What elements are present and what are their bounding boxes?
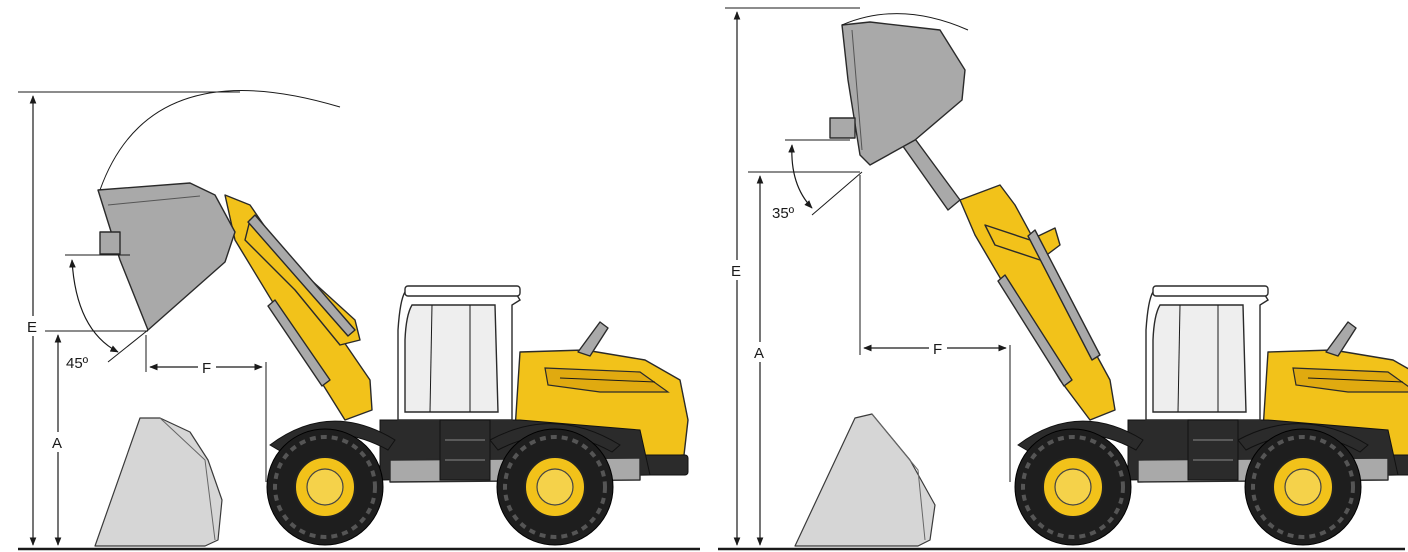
label-a: A (52, 435, 62, 452)
lift-arm (224, 194, 373, 421)
label-e: E (27, 319, 37, 336)
dump-angle-arc-right (788, 144, 813, 209)
dump-angle-label: 45º (66, 355, 89, 372)
lowered-bucket-right (794, 413, 936, 547)
left-view: E A 45º F (18, 90, 700, 551)
bucket-path-arc-right (841, 13, 969, 31)
raised-bucket (97, 182, 236, 331)
label-a-right: A (754, 345, 764, 362)
label-f: F (202, 360, 211, 377)
right-view: E A 35º F (718, 7, 1408, 551)
dump-angle-arc (69, 259, 119, 353)
lift-arm-right (959, 184, 1116, 421)
dump-angle-label-right: 35º (772, 205, 795, 222)
label-f-right: F (933, 341, 942, 358)
raised-bucket-right (841, 21, 966, 166)
lowered-bucket (94, 417, 223, 547)
bucket-path-arc (99, 90, 341, 191)
label-e-right: E (731, 263, 741, 280)
